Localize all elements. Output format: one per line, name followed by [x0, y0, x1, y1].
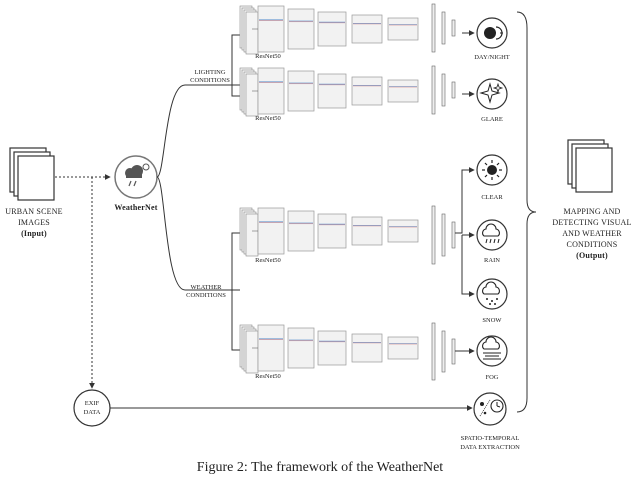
- conv-block-5: [387, 79, 419, 103]
- rain-label: RAIN: [484, 257, 500, 264]
- snow-cloud-icon: [482, 281, 500, 305]
- resnet50-label: ResNet50: [255, 373, 281, 380]
- output-brace: [516, 11, 537, 413]
- snow-label: SNOW: [482, 317, 502, 324]
- conv-block-4: [351, 14, 383, 44]
- conv-block-4: [351, 333, 383, 363]
- mapping-label-line3: AND WEATHER: [562, 229, 622, 238]
- conv-block-2: [287, 8, 315, 50]
- glare-label: GLARE: [481, 116, 503, 123]
- input-label-line1: URBAN SCENE: [5, 207, 63, 216]
- fog-icon: [482, 336, 501, 360]
- weather-branch-line: [156, 176, 240, 291]
- fc-layer-2: [441, 213, 446, 257]
- conv-block-2: [287, 327, 315, 369]
- fc-layer-3: [451, 81, 456, 99]
- sun-icon: [482, 160, 502, 180]
- mapping-label-line4: CONDITIONS: [567, 240, 618, 249]
- output-image-stack-icon: [567, 139, 613, 193]
- clock-map-icon: [479, 399, 504, 417]
- conv-block-4: [351, 76, 383, 106]
- fc-layer-3: [451, 338, 456, 365]
- lighting-label-line2: CONDITIONS: [190, 77, 230, 84]
- input-image-stack-icon: [9, 147, 55, 201]
- fc-layer-1: [431, 322, 436, 381]
- fog-label: FOG: [485, 374, 498, 381]
- resnet50-label: ResNet50: [255, 115, 281, 122]
- conv-block-2: [287, 210, 315, 252]
- snow-output: [476, 278, 508, 310]
- conv-block-2: [287, 70, 315, 112]
- weather-cloud-icon: [125, 163, 150, 187]
- conv-block-5: [387, 17, 419, 41]
- conv-block-1: [257, 5, 285, 53]
- clear-output: [476, 154, 508, 186]
- input-volume-layer: [245, 11, 259, 55]
- conv-block-5: [387, 219, 419, 243]
- exif-node: [73, 389, 111, 427]
- day-night-label: DAY/NIGHT: [474, 54, 510, 61]
- day-night-icon: [484, 26, 503, 40]
- conv-block-1: [257, 324, 285, 372]
- resnet50-label: ResNet50: [255, 53, 281, 60]
- resnet50-label: ResNet50: [255, 257, 281, 264]
- mapping-label-line2: DETECTING VISUAL: [552, 218, 631, 227]
- conv-block-5: [387, 336, 419, 360]
- figure-caption: Figure 2: The framework of the WeatherNe…: [197, 460, 443, 475]
- fc-layer-3: [451, 221, 456, 249]
- conv-block-3: [317, 330, 347, 366]
- day-night-output: [476, 17, 508, 49]
- weathernet-label: WeatherNet: [114, 203, 157, 212]
- spatio-label-line2: DATA EXTRACTION: [460, 444, 520, 451]
- conv-block-1: [257, 67, 285, 115]
- glare-icon: [479, 82, 504, 104]
- rain-output: [476, 219, 508, 251]
- fc-layer-1: [431, 65, 436, 115]
- spatio-temporal-output: [473, 392, 507, 426]
- fc-layer-3: [451, 19, 456, 37]
- fc-layer-1: [431, 3, 436, 53]
- weather-backbone-top: ResNet50: [239, 205, 456, 265]
- fc-layer-2: [441, 330, 446, 373]
- conv-block-3: [317, 73, 347, 109]
- rain-cloud-icon: [482, 223, 500, 244]
- mapping-label-line1: MAPPING AND: [563, 207, 620, 216]
- lighting-backbone-glare: ResNet50: [239, 65, 456, 122]
- clear-arrow: [455, 167, 475, 234]
- conv-block-3: [317, 213, 347, 249]
- conv-block-1: [257, 207, 285, 255]
- lighting-branch-line: [156, 84, 240, 178]
- input-volume-layer: [245, 73, 259, 117]
- exif-label-line2: DATA: [84, 409, 101, 416]
- conv-block-3: [317, 11, 347, 47]
- input-volume-layer: [245, 330, 259, 374]
- conv-block-4: [351, 216, 383, 246]
- weather-label-line2: CONDITIONS: [186, 292, 226, 299]
- glare-output: [476, 78, 508, 110]
- lighting-label-line1: LIGHTING: [194, 69, 225, 76]
- clear-label: CLEAR: [481, 194, 503, 201]
- input-label-line3: (Input): [21, 229, 47, 238]
- weathernet-node: [114, 155, 158, 199]
- fc-layer-2: [441, 73, 446, 107]
- fog-output: [476, 335, 508, 367]
- mapping-label-line5: (Output): [576, 251, 608, 260]
- exif-label-line1: EXIF: [85, 400, 100, 407]
- weather-label-line1: WEATHER: [190, 284, 222, 291]
- input-label-line2: IMAGES: [18, 218, 50, 227]
- lighting-backbone-daynight: ResNet50: [239, 3, 456, 60]
- fc-layer-2: [441, 11, 446, 45]
- spatio-label-line1: SPATIO-TEMPORAL: [461, 435, 520, 442]
- weather-backbone-bottom: ResNet50: [239, 322, 456, 381]
- snow-arrow: [461, 235, 475, 297]
- fc-layer-1: [431, 205, 436, 265]
- input-volume-layer: [245, 213, 259, 257]
